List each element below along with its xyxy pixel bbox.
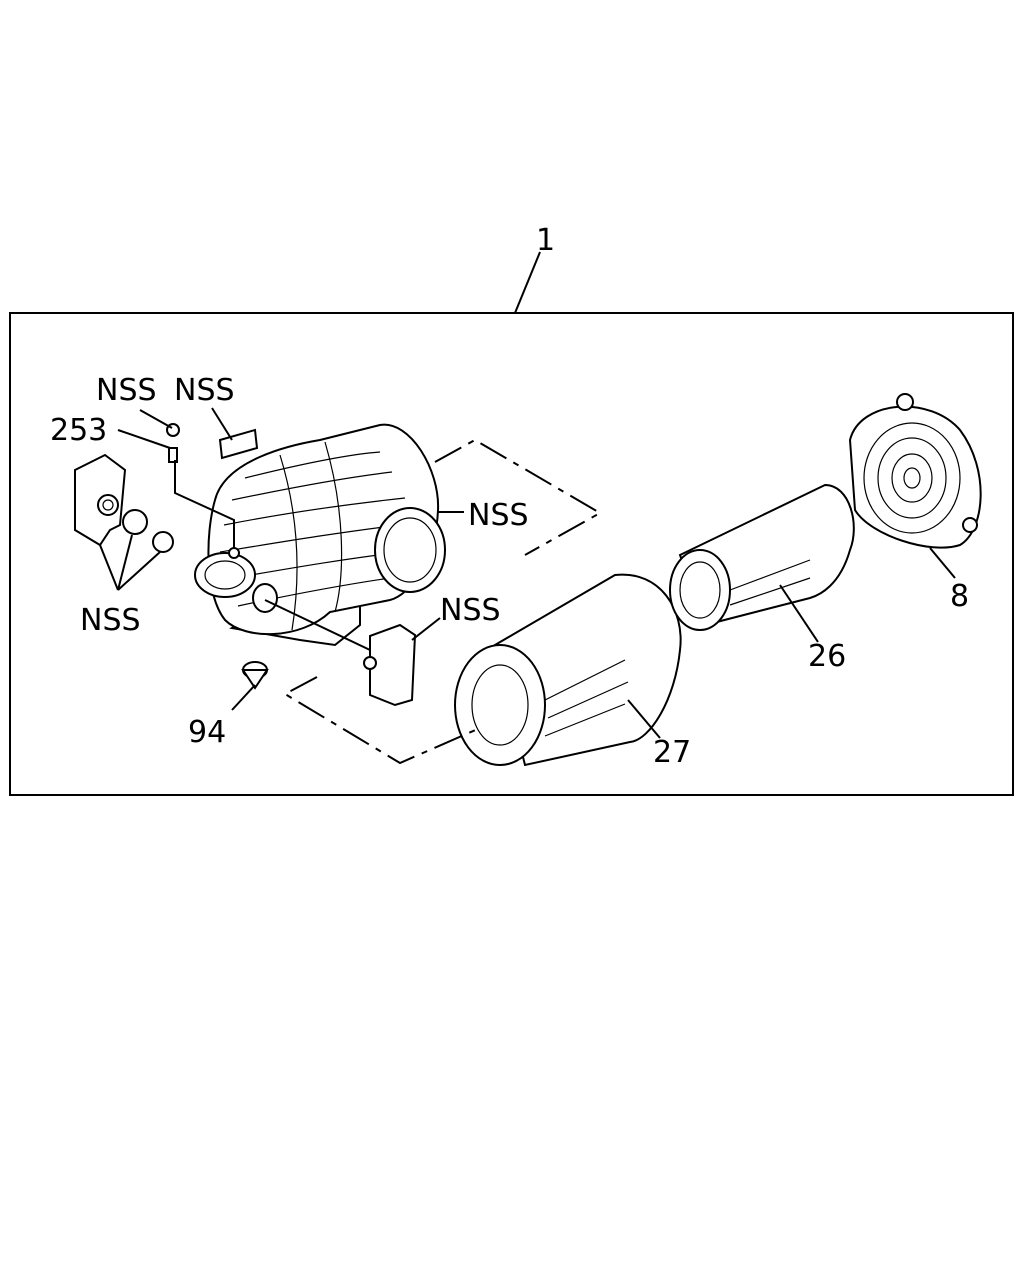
- leader-nss-bracket: [411, 617, 441, 641]
- leader-assembly: [514, 251, 541, 314]
- inner-element: [669, 483, 855, 631]
- leader-26: [779, 584, 819, 643]
- leader-8: [929, 547, 956, 579]
- leader-housing-to-bracket: [264, 599, 371, 651]
- callout-nss-bracket: NSS: [440, 593, 501, 628]
- callout-27: 27: [653, 735, 691, 770]
- leader-253: [117, 429, 171, 449]
- callout-8: 8: [950, 579, 969, 614]
- air-cleaner-housing: [194, 423, 446, 647]
- callout-nss-outlet: NSS: [468, 498, 529, 533]
- leader-94: [231, 684, 256, 711]
- guide-line-lower: [282, 676, 481, 765]
- leader-nss-label: [211, 407, 233, 441]
- callout-1: 1: [536, 223, 555, 258]
- leader-27: [627, 699, 661, 739]
- callout-253: 253: [50, 413, 107, 448]
- outer-element: [454, 573, 682, 767]
- evacuator-valve: [241, 661, 269, 690]
- callout-nss-clamps: NSS: [80, 603, 141, 638]
- label-plate: [218, 428, 259, 460]
- assembly-frame: [9, 312, 1014, 796]
- mounting-bracket: [363, 623, 417, 707]
- callout-26: 26: [808, 639, 846, 674]
- leader-nss-clamps-a: [99, 544, 119, 591]
- leader-nss-clamps-c: [117, 551, 161, 591]
- callout-nss-label: NSS: [174, 373, 235, 408]
- leader-nss-cap: [139, 409, 173, 429]
- callout-94: 94: [188, 715, 226, 750]
- leader-253-to-housing: [174, 460, 235, 548]
- end-cover: [848, 393, 982, 549]
- left-fittings: [74, 423, 180, 553]
- guide-line-upper: [434, 438, 603, 556]
- leader-nss-clamps-b: [117, 534, 133, 591]
- callout-nss-cap: NSS: [96, 373, 157, 408]
